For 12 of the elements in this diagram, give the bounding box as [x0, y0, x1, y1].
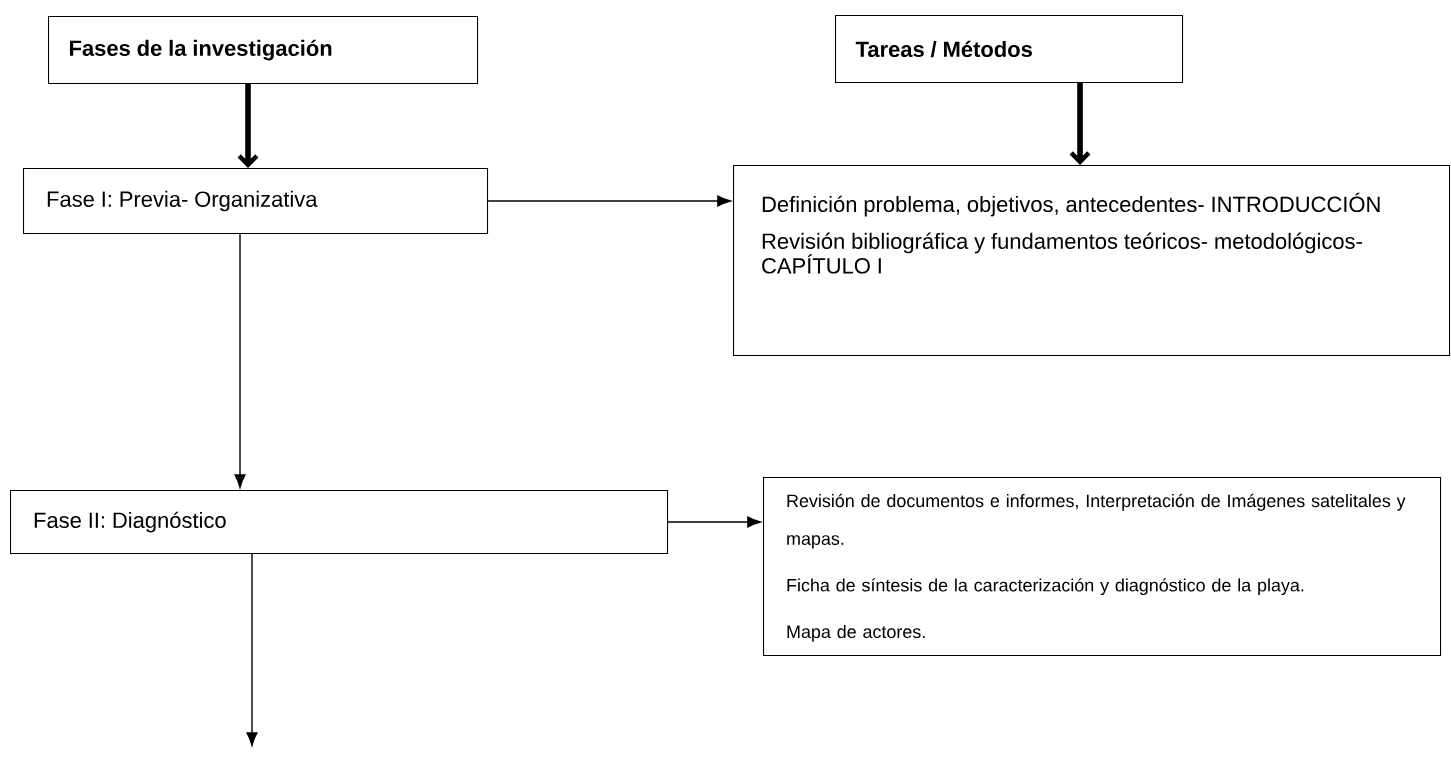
- task-box: Definición problema, objetivos, antecedentes- INTRODUCCIÓN Revisión bibliográfica y fundamentos teóricos- metodológicos- CAPÍTULO I: [733, 165, 1451, 357]
- arrow: [237, 84, 259, 168]
- arrow: [667, 516, 761, 528]
- task-box: Revisión de documentos e informes, Interpretación de Imágenes satelitales y mapas. Ficha de síntesis de la caracterización y diagnóstico de la playa. Mapa de actores.: [763, 477, 1442, 657]
- arrow: [1069, 83, 1091, 165]
- arrow: [487, 195, 731, 207]
- heading-box: Fases de la investigación: [48, 16, 479, 85]
- heading-box: Tareas / Métodos: [835, 15, 1184, 84]
- arrow: [246, 553, 258, 746]
- phase-box: Fase II: Diagnóstico: [10, 490, 669, 555]
- arrow: [234, 233, 246, 488]
- phase-box: Fase I: Previa- Organizativa: [23, 168, 489, 235]
